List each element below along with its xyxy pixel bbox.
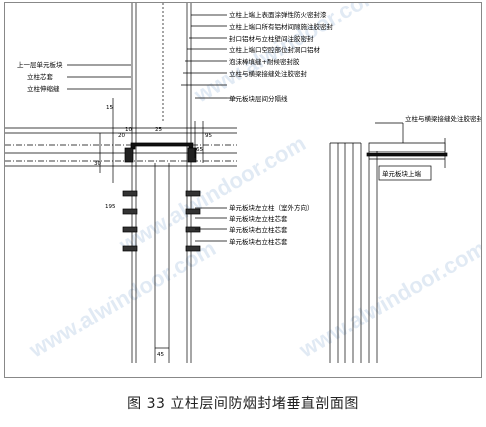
callout-4: 泡沫棒填缝+耐候密封胶 <box>229 57 300 66</box>
side-label-0: 上一层单元板块 <box>17 60 63 69</box>
left-callout-labels: 立柱上端上表面涂弹性防火密封漆 立柱上端口所有铝材间隙施注胶密封 封口铝材与立柱… <box>229 10 334 103</box>
side-label-1: 立柱芯套 <box>27 72 54 81</box>
dim-10: 10 <box>125 127 132 133</box>
callout-1: 立柱上端口所有铝材间隙施注胶密封 <box>229 22 334 31</box>
callout-0: 立柱上端上表面涂弹性防火密封漆 <box>229 10 327 19</box>
right-callout: 立柱与横梁接缝处注胶密封 <box>405 114 482 123</box>
lower-callout-1: 单元板块左立柱芯套 <box>229 214 288 223</box>
lower-callout-labels: 单元板块左立柱（室外方向） 单元板块左立柱芯套 单元板块右立柱芯套 单元板块右立… <box>229 203 314 246</box>
right-box-label: 单元板块上端 <box>382 169 422 178</box>
callout-5: 立柱与横梁接缝处注胶密封 <box>229 69 308 78</box>
lower-callout-2: 单元板块右立柱芯套 <box>229 225 288 234</box>
callout-6: 单元板块层间分隔线 <box>229 94 288 103</box>
dim-95: 95 <box>205 133 212 139</box>
side-label-2: 立柱伸缩缝 <box>27 84 60 93</box>
dim-25: 25 <box>155 127 162 133</box>
watermark: www.alwindoor.com www.alwindoor.com www.… <box>24 3 482 363</box>
lower-callout-0: 单元板块左立柱（室外方向） <box>229 203 314 212</box>
dim-45: 45 <box>157 352 164 358</box>
dim-20: 20 <box>118 133 125 139</box>
dim-195: 195 <box>105 204 116 210</box>
dim-15: 15 <box>106 105 113 111</box>
left-section <box>5 3 237 363</box>
lower-callout-3: 单元板块右立柱芯套 <box>229 237 288 246</box>
section-drawing: www.alwindoor.com www.alwindoor.com www.… <box>5 3 482 363</box>
left-side-labels: 上一层单元板块 立柱芯套 立柱伸缩缝 <box>17 60 63 93</box>
callout-3: 立柱上端口空腔部位封洞口铝材 <box>229 45 321 54</box>
figure-caption: 图 33 立柱层间防烟封堵垂直剖面图 <box>127 396 359 412</box>
right-section <box>329 122 448 363</box>
drawing-frame: www.alwindoor.com www.alwindoor.com www.… <box>4 2 482 378</box>
dim-65: 65 <box>196 147 203 153</box>
callout-2: 封口铝材与立柱壁间注胶密封 <box>229 34 314 43</box>
dim-30: 30 <box>94 161 101 167</box>
watermark-text-2: www.alwindoor.com <box>24 235 220 362</box>
watermark-text-3: www.alwindoor.com <box>294 235 482 362</box>
bolts-left <box>122 190 201 252</box>
